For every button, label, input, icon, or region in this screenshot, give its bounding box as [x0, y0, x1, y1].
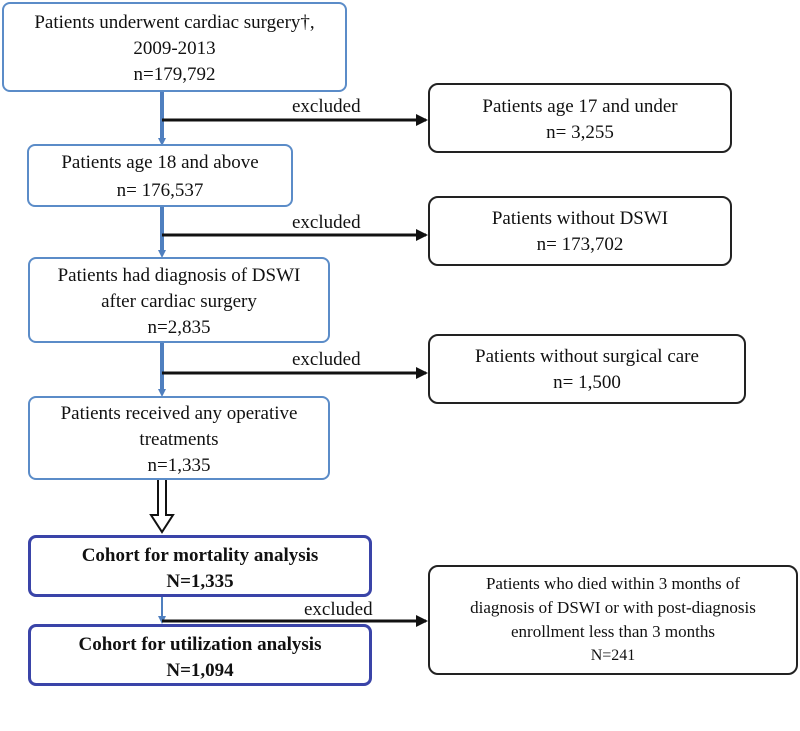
step-text: Patients received any operative	[60, 403, 298, 424]
exclusion-text: enrollment less than 3 months	[511, 622, 715, 641]
step-box-age-18-above: Patients age 18 and above n= 176,537	[27, 144, 293, 207]
excluded-label-3: excluded	[292, 349, 361, 370]
exclusion-count: n= 1,500	[553, 372, 621, 393]
step-text: treatments	[139, 429, 219, 450]
step-text: 2009-2013	[133, 38, 216, 59]
exclusion-count: N=241	[590, 647, 636, 664]
cohort-title: Cohort for utilization analysis	[78, 634, 322, 655]
excluded-label-2: excluded	[292, 212, 361, 233]
exclusion-count: n= 173,702	[536, 234, 624, 255]
cohort-box-mortality: Cohort for mortality analysis N=1,335	[28, 535, 372, 597]
cohort-box-utilization: Cohort for utilization analysis N=1,094	[28, 624, 372, 686]
exclusion-text: Patients without surgical care	[475, 346, 699, 367]
step-box-surgery: Patients underwent cardiac surgery†, 200…	[2, 2, 347, 92]
step-text: Patients had diagnosis of DSWI	[57, 265, 301, 286]
step-count: n=2,835	[147, 317, 211, 338]
step-text: after cardiac surgery	[101, 291, 257, 312]
step-text: Patients age 18 and above	[61, 152, 259, 173]
cohort-title: Cohort for mortality analysis	[81, 545, 319, 566]
step-count: n= 176,537	[116, 180, 204, 201]
step-box-operative-treatments: Patients received any operative treatmen…	[28, 396, 330, 480]
step-count: n=179,792	[133, 64, 216, 85]
hollow-down-arrow	[149, 478, 175, 534]
exclusion-text: Patients without DSWI	[491, 208, 669, 229]
step-text: Patients underwent cardiac surgery†,	[34, 12, 315, 33]
cohort-count: N=1,094	[166, 660, 234, 681]
exclusion-text: Patients age 17 and under	[482, 96, 678, 117]
excluded-label-4: excluded	[304, 599, 373, 620]
exclusion-box-age-17-under: Patients age 17 and under n= 3,255	[428, 83, 732, 153]
exclusion-box-without-dswi: Patients without DSWI n= 173,702	[428, 196, 732, 266]
step-count: n=1,335	[147, 455, 211, 476]
exclusion-text: diagnosis of DSWI or with post-diagnosis	[470, 598, 756, 617]
exclusion-box-without-surgical-care: Patients without surgical care n= 1,500	[428, 334, 746, 404]
cohort-count: N=1,335	[166, 571, 234, 592]
excluded-label-1: excluded	[292, 96, 361, 117]
step-box-dswi-diagnosis: Patients had diagnosis of DSWI after car…	[28, 257, 330, 343]
exclusion-box-died-or-short-enrollment: Patients who died within 3 months of dia…	[428, 565, 798, 675]
exclusion-text: Patients who died within 3 months of	[485, 574, 741, 593]
exclusion-count: n= 3,255	[546, 122, 614, 143]
